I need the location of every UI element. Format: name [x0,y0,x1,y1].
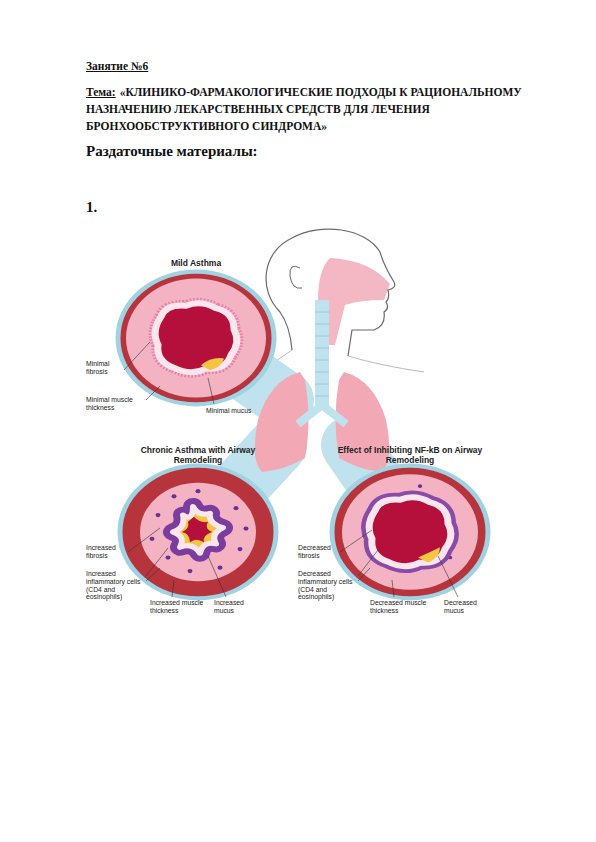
callout-label-box: Decreased inflammatory cells (CD4 and eo… [298,570,356,601]
section-title: Chronic Asthma with Airway Remodeling [120,445,276,465]
airway-cross-section: Chronic Asthma with Airway Remodeling [120,445,276,599]
callout-label: Minimal fibrosis [86,360,122,376]
callout-label-box: Decreased fibrosis [298,544,338,560]
section-heading: Раздаточные материалы: [86,143,258,159]
airway-cross-section: Effect of Inhibiting NF-kB on Airway Rem… [332,445,488,599]
topic-title: «КЛИНИКО-ФАРМАКОЛОГИЧЕСКИЕ ПОДХОДЫ К РАЦ… [86,86,522,132]
callout-label-box: Decreased muscle thickness [370,599,434,615]
airway-cross-section: Mild Asthma [118,258,274,408]
callout-label: Increased inflammatory cells (CD4 and eo… [86,570,144,601]
callout-label-box: Increased mucus [214,599,254,615]
topic-label: Тема: [86,86,116,98]
callout-label: Decreased fibrosis [298,544,338,560]
callout-label-box: Minimal mucus [206,407,266,415]
callout-label: Increased muscle thickness [150,599,212,615]
callout-label-box: Increased fibrosis [86,544,126,560]
callout-label: Decreased mucus [444,599,486,615]
item-number-box: 1. [86,198,97,216]
lesson-number-box: Занятие №6 [86,56,148,74]
callout-label-box: Increased inflammatory cells (CD4 and eo… [86,570,144,601]
callout-label: Minimal muscle thickness [86,396,146,412]
callout-label-box: Decreased mucus [444,599,486,615]
callout-label: Increased mucus [214,599,254,615]
lesson-number: Занятие №6 [86,60,148,72]
callout-label-box: Minimal fibrosis [86,360,122,376]
callout-label: Decreased muscle thickness [370,599,434,615]
topic-paragraph: Тема:«КЛИНИКО-ФАРМАКОЛОГИЧЕСКИЕ ПОДХОДЫ … [86,84,556,135]
section-title: Effect of Inhibiting NF-kB on Airway Rem… [332,445,488,465]
section-heading-box: Раздаточные материалы: [86,142,258,160]
section-title: Mild Asthma [118,258,274,268]
callout-label: Decreased inflammatory cells (CD4 and eo… [298,570,356,601]
callout-label: Increased fibrosis [86,544,126,560]
callout-label-box: Minimal muscle thickness [86,396,146,412]
callout-label-box: Increased muscle thickness [150,599,212,615]
callout-label: Minimal mucus [206,407,266,415]
item-number: 1. [86,199,97,215]
